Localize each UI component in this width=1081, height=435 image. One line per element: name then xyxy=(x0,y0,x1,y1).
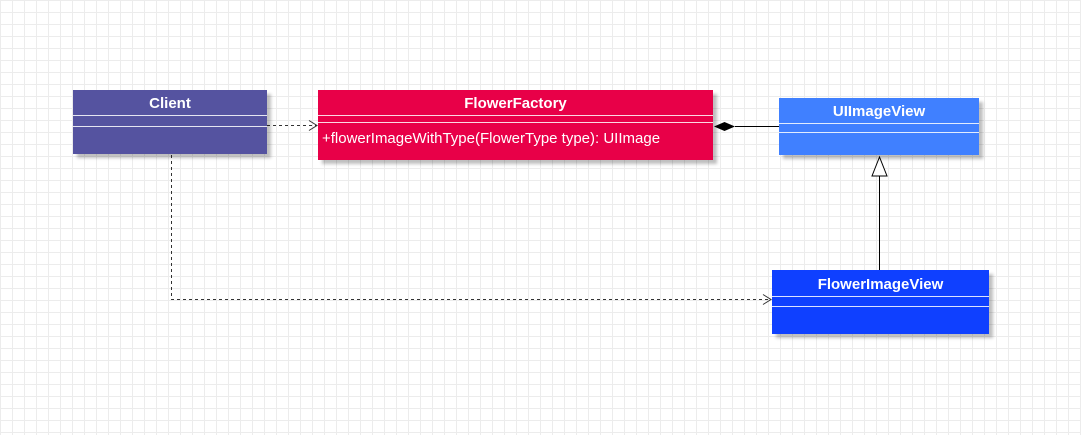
methods-divider xyxy=(318,122,713,123)
class-uiimageview[interactable]: UIImageView xyxy=(779,98,979,155)
inheritance-arrowhead-icon xyxy=(871,155,888,177)
class-name: Client xyxy=(149,95,191,112)
composition-diamond-icon xyxy=(714,122,735,131)
methods-divider xyxy=(73,126,267,127)
generalization-flowerimageview-to-uiimageview xyxy=(871,155,888,270)
attributes-divider xyxy=(73,115,267,116)
composition-flowerfactory-uiimageview xyxy=(714,122,779,131)
class-name: UIImageView xyxy=(832,103,926,120)
class-name: FlowerFactory xyxy=(464,95,567,112)
dependency-client-to-flowerimageview xyxy=(171,155,772,305)
class-flowerimageview[interactable]: FlowerImageView xyxy=(772,270,989,334)
methods-divider xyxy=(772,306,989,307)
class-name: FlowerImageView xyxy=(817,276,944,293)
attributes-divider xyxy=(779,123,979,124)
method-flowerimagewithtype: +flowerImageWithType(FlowerType type): U… xyxy=(322,130,661,147)
attributes-divider xyxy=(772,296,989,297)
dependency-client-to-flowerfactory xyxy=(267,120,318,131)
methods-divider xyxy=(779,132,979,133)
attributes-divider xyxy=(318,115,713,116)
class-flowerfactory[interactable]: FlowerFactory +flowerImageWithType(Flowe… xyxy=(318,90,713,160)
class-client[interactable]: Client xyxy=(73,90,267,154)
